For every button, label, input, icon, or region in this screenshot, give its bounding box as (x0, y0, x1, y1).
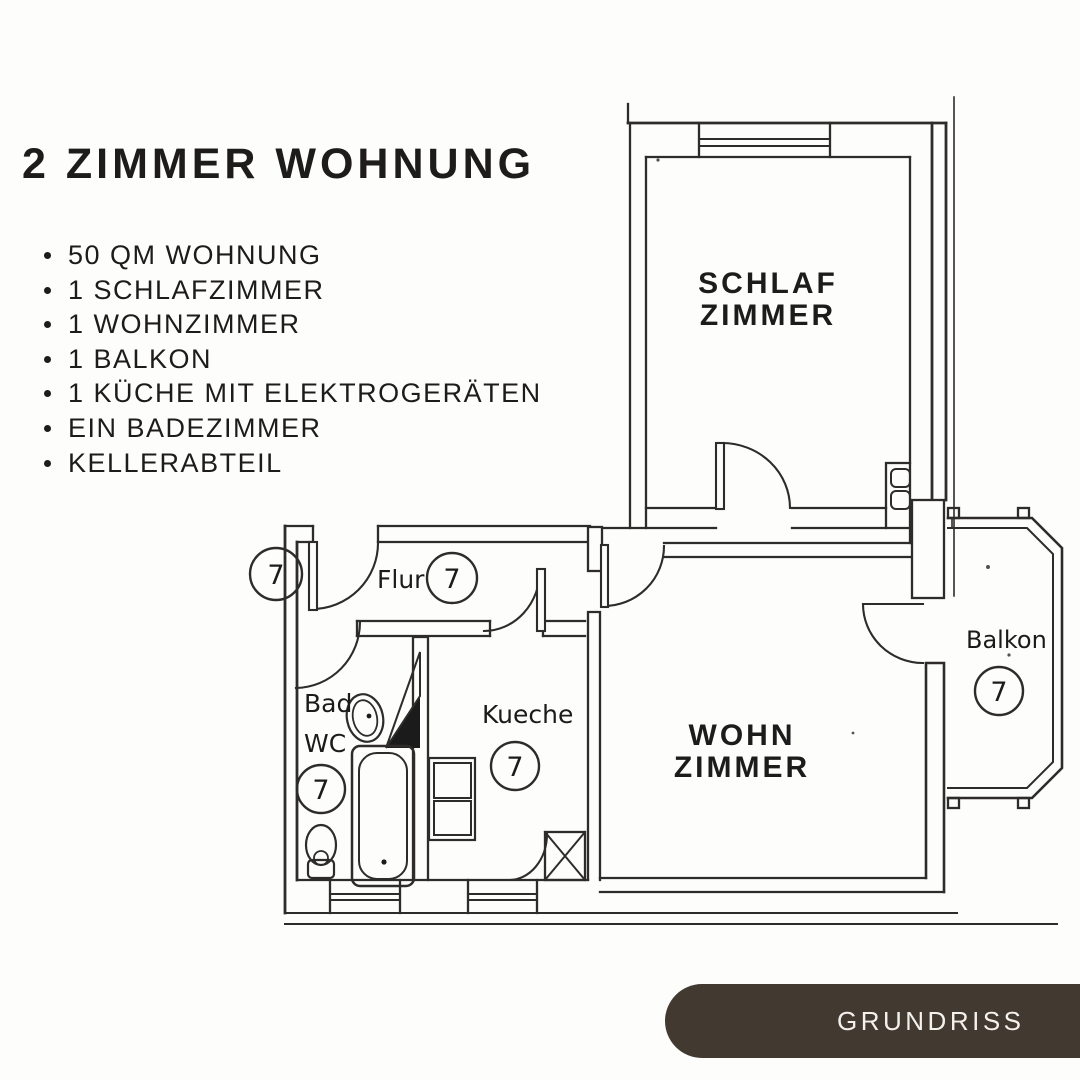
shaft-icon (543, 830, 587, 882)
wc-label: WC (304, 729, 346, 758)
floor-plan-walls (283, 96, 1058, 925)
feature-item: 1 BALKON (44, 342, 542, 377)
door-arcs (294, 441, 925, 882)
kueche-label: Kueche (482, 700, 573, 729)
page-title: 2 ZIMMER WOHNUNG (22, 140, 536, 188)
flur-unit-number: 7 (443, 564, 460, 595)
wohnzimmer-label-line1: WOHN (689, 719, 796, 752)
schlafzimmer-window-icon (697, 121, 832, 159)
bad-label: Bad (304, 689, 352, 718)
schlafzimmer-door-icon (714, 441, 792, 511)
bad-unit-number: 7 (312, 775, 329, 806)
grundriss-button[interactable]: GRUNDRISS (665, 984, 1080, 1058)
schlafzimmer-label-line2: ZIMMER (700, 299, 836, 332)
radiator-icon (890, 468, 911, 510)
wohnzimmer-door-icon (599, 543, 666, 609)
feature-item: 50 QM WOHNUNG (44, 238, 542, 273)
flur-label: Flur (377, 565, 425, 594)
sink-icon (345, 693, 385, 743)
wohnzimmer-label-line2: ZIMMER (674, 751, 810, 784)
balkon-label: Balkon (966, 626, 1047, 654)
unit-badges: 7 7 7 7 7 (248, 546, 1025, 815)
kueche-unit-number: 7 (506, 752, 523, 783)
kueche-door-icon (482, 567, 547, 633)
shower-symbol-icon (385, 651, 421, 749)
entrance-unit-number: 7 (267, 560, 284, 591)
scan-specks (656, 158, 1011, 735)
stove-icon (427, 756, 477, 842)
balkon-unit-badge: 7 (973, 665, 1025, 717)
toilet-icon (304, 823, 338, 880)
bad-door-icon (294, 620, 362, 690)
kueche-window-icon (466, 878, 539, 915)
feature-list: 50 QM WOHNUNG 1 SCHLAFZIMMER 1 WOHNZIMME… (44, 238, 542, 480)
flur-unit-badge: 7 (425, 551, 479, 605)
balkon-unit-number: 7 (990, 677, 1007, 708)
feature-item: EIN BADEZIMMER (44, 411, 542, 446)
feature-item: 1 SCHLAFZIMMER (44, 273, 542, 308)
entrance-unit-badge: 7 (248, 546, 304, 602)
balcony-structure (946, 506, 1064, 810)
feature-item: KELLERABTEIL (44, 446, 542, 481)
balcony-door-icon (861, 602, 925, 665)
entrance-door-icon (307, 540, 380, 612)
feature-item: 1 KÜCHE MIT ELEKTROGERÄTEN (44, 376, 542, 411)
feature-item: 1 WOHNZIMMER (44, 307, 542, 342)
bad-unit-badge: 7 (295, 763, 347, 815)
grundriss-button-label: GRUNDRISS (837, 1005, 1025, 1036)
bathtub-icon (350, 744, 416, 888)
kueche-unit-badge: 7 (489, 740, 541, 792)
schlafzimmer-label-line1: SCHLAF (698, 267, 838, 300)
